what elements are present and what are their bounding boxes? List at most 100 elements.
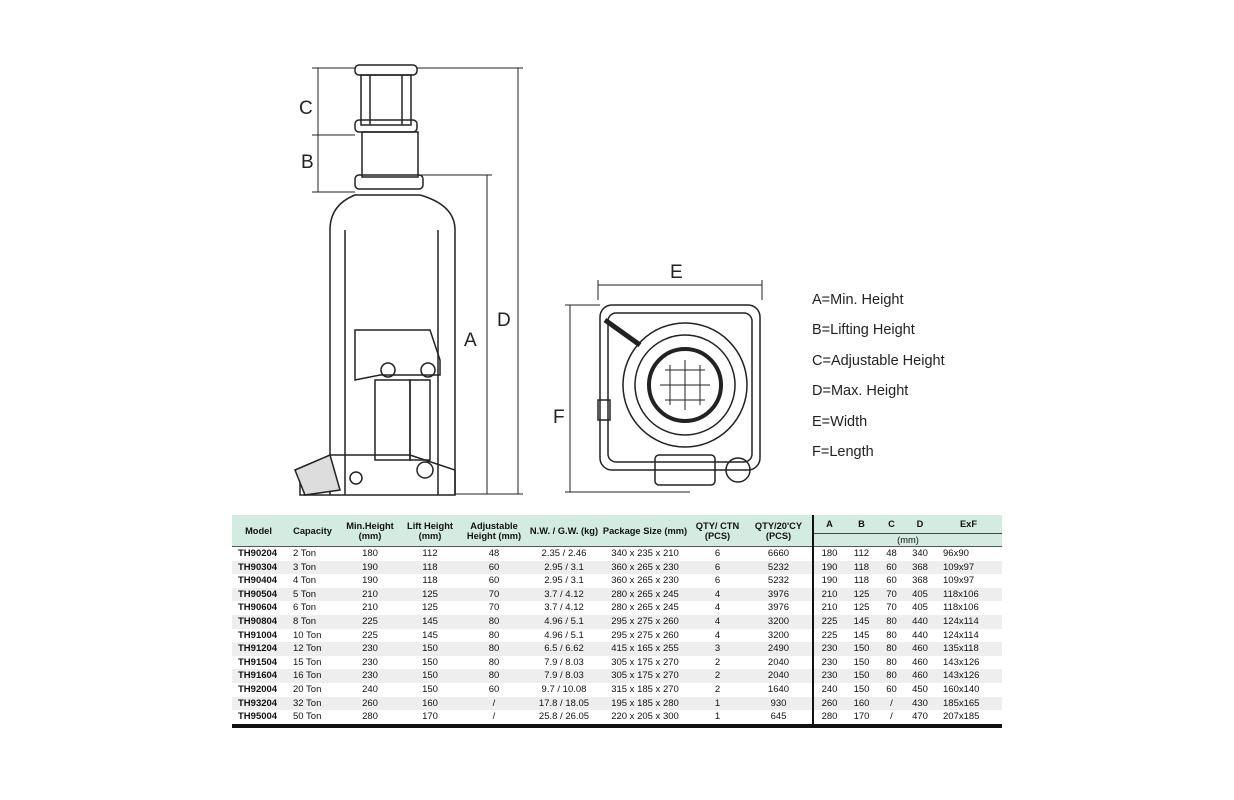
table-cell: 2 Ton: [293, 548, 317, 559]
table-cell: 60: [886, 683, 897, 695]
table-cell: 225: [812, 628, 845, 643]
legend-item: B=Lifting Height: [812, 322, 915, 339]
table-cell: 170: [422, 711, 438, 723]
table-cell: 80: [460, 642, 528, 656]
table-cell: 230: [340, 642, 400, 656]
table-cell: 125: [422, 602, 438, 614]
table-cell: 150: [853, 656, 870, 668]
table-cell: 135x118: [935, 642, 1002, 656]
column-header: Adjustable Height (mm): [460, 515, 528, 547]
table-cell: 60: [460, 560, 528, 575]
table-cell: 360 x 265 x 230: [600, 560, 690, 575]
label-d: D: [497, 310, 511, 331]
label-b: B: [301, 152, 314, 173]
table-cell: 210: [812, 601, 845, 615]
column-header: B: [845, 515, 878, 534]
table-cell: 20 Ton: [293, 683, 322, 695]
table-cell: 180: [362, 548, 378, 559]
table-cell: 80: [878, 642, 905, 656]
table-cell: 2040: [767, 656, 790, 668]
table-cell: 160: [400, 696, 460, 711]
table-cell: 10 Ton: [293, 629, 322, 641]
table-cell: TH90804: [232, 614, 285, 629]
table-cell: 6: [690, 560, 745, 575]
bottle-jack-diagram: [294, 64, 763, 496]
table-cell: 150: [422, 683, 438, 695]
table-cell: 60: [488, 683, 500, 695]
table-cell: 143x126: [943, 656, 980, 668]
table-cell: 112: [422, 548, 438, 559]
legend-item: D=Max. Height: [812, 383, 909, 400]
table-cell: 118: [853, 575, 870, 587]
table-cell: 280 x 265 x 245: [611, 602, 679, 614]
table-cell: 109x97: [943, 575, 975, 587]
table-cell: TH92004: [238, 683, 278, 695]
dimension-legend: A=Min. Height B=Lifting Height C=Adjusta…: [812, 292, 945, 474]
table-cell: 6660: [767, 548, 790, 559]
table-cell: TH90604: [238, 602, 278, 614]
table-cell: 3.7 / 4.12: [528, 587, 600, 602]
table-cell: 195 x 185 x 280: [600, 696, 690, 711]
table-cell: TH90304: [232, 560, 285, 575]
label-e: E: [670, 262, 683, 283]
legend-item: A=Min. Height: [812, 292, 904, 308]
table-cell: 150: [845, 669, 878, 683]
table-cell: 143x126: [935, 669, 1002, 683]
table-cell: 4: [714, 629, 721, 641]
table-cell: 3: [690, 642, 745, 656]
column-header: QTY/ CTN (PCS): [690, 515, 745, 547]
table-cell: 32 Ton: [285, 696, 340, 711]
table-cell: 305 x 175 x 270: [600, 669, 690, 683]
table-cell: 5 Ton: [285, 587, 340, 602]
table-cell: 80: [460, 614, 528, 629]
table-cell: 225: [340, 614, 400, 629]
table-cell: 230: [812, 655, 845, 670]
table-cell: 7.9 / 8.03: [544, 656, 584, 668]
table-cell: 6: [714, 548, 721, 559]
table-cell: 2040: [745, 669, 813, 683]
table-cell: 305 x 175 x 270: [611, 656, 679, 668]
table-cell: 2.95 / 3.1: [528, 560, 600, 575]
table-cell: 3976: [767, 602, 790, 614]
table-cell: 190: [812, 560, 845, 575]
table-cell: 124x114: [935, 614, 1002, 629]
table-cell: 48: [488, 548, 500, 559]
table-cell: 1: [690, 696, 745, 711]
table-cell: 3.7 / 4.12: [544, 602, 584, 614]
table-cell: TH91504: [238, 656, 278, 668]
column-header: Lift Height (mm): [400, 515, 460, 547]
legend-item: F=Length: [812, 443, 874, 460]
table-cell: 185x165: [935, 696, 1002, 711]
table-cell: 2: [714, 656, 721, 668]
table-cell: 225: [812, 614, 845, 629]
table-cell: 405: [912, 602, 928, 614]
table-cell: 60: [878, 560, 905, 575]
column-header: D: [905, 515, 935, 534]
table-cell: 7.9 / 8.03: [528, 669, 600, 683]
table-cell: TH91204: [232, 642, 285, 656]
table-cell: 70: [886, 602, 897, 614]
column-header: C: [878, 515, 905, 534]
table-cell: 150: [853, 683, 870, 695]
table-cell: 1640: [767, 683, 790, 695]
table-cell: 118: [422, 575, 438, 587]
table-cell: 145: [853, 629, 870, 641]
table-cell: 145: [422, 629, 438, 641]
table-cell: 3200: [767, 629, 790, 641]
dimension-lines: [312, 67, 763, 495]
table-cell: 6 Ton: [293, 602, 317, 614]
table-cell: 80: [460, 669, 528, 683]
table-cell: TH91604: [232, 669, 285, 683]
table-cell: 16 Ton: [285, 669, 340, 683]
label-c: C: [299, 98, 313, 119]
table-cell: 260: [812, 696, 845, 711]
column-header: N.W. / G.W. (kg): [528, 515, 600, 547]
table-cell: 124x114: [943, 629, 979, 641]
table-cell: 25.8 / 26.05: [538, 711, 590, 723]
table-cell: 340 x 235 x 210: [611, 548, 679, 559]
